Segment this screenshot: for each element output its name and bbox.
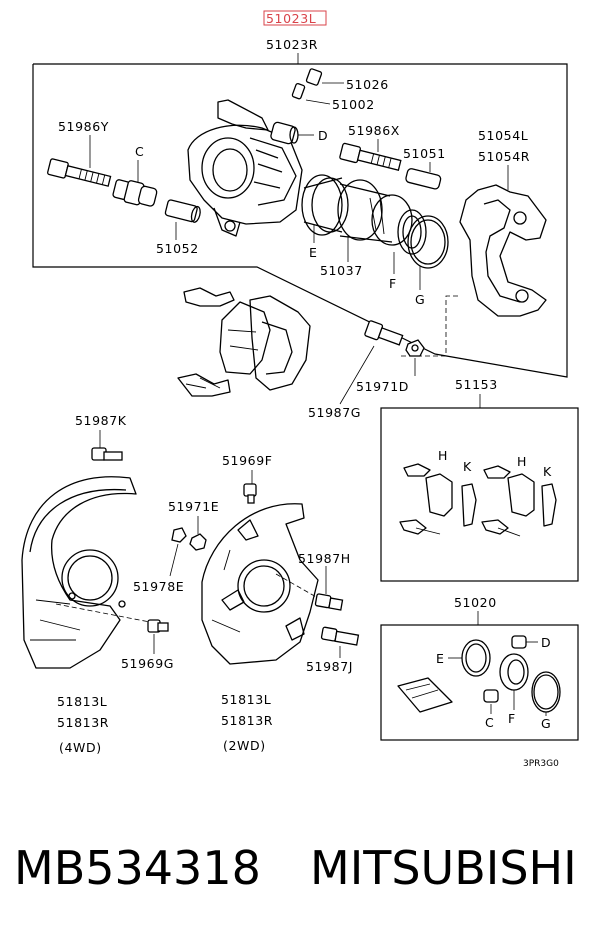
label-51037[interactable]: 51037 — [320, 263, 363, 278]
label-51023R[interactable]: 51023R — [266, 37, 318, 52]
dash-51969G — [55, 603, 151, 623]
caliper-assembly-frame — [32, 63, 568, 378]
label-51054L[interactable]: 51054L — [478, 128, 528, 143]
caption-brand: MITSUBISHI — [310, 841, 577, 895]
bolt-51987J — [320, 626, 360, 646]
caption-part-number: MB534318 — [14, 841, 261, 895]
label-51813R-4wd[interactable]: 51813R — [57, 715, 109, 730]
label-c-top[interactable]: C — [135, 144, 144, 159]
label-51813R-2wd[interactable]: 51813R — [221, 713, 273, 728]
label-4wd[interactable]: (4WD) — [59, 740, 102, 755]
pad-kit-box — [380, 407, 579, 582]
boot-c — [112, 179, 158, 207]
label-51986Y[interactable]: 51986Y — [58, 119, 109, 134]
label-e-kit[interactable]: E — [436, 651, 445, 666]
label-51978E[interactable]: 51978E — [133, 579, 184, 594]
label-g-kit[interactable]: G — [541, 716, 551, 731]
label-51002[interactable]: 51002 — [332, 97, 375, 112]
label-d-top[interactable]: D — [318, 128, 328, 143]
bolt-51969F — [243, 483, 257, 504]
label-f-top[interactable]: F — [389, 276, 397, 291]
guide-bushing-d — [270, 121, 314, 145]
diagram-code: 3PR3G0 — [523, 759, 559, 769]
leader-51978E — [169, 543, 179, 577]
label-51987K[interactable]: 51987K — [75, 413, 127, 428]
dash-51987H — [275, 573, 319, 599]
bolt-51987H — [314, 593, 344, 611]
label-51153[interactable]: 51153 — [455, 377, 498, 392]
label-51813L-2wd[interactable]: 51813L — [221, 692, 271, 707]
label-51026[interactable]: 51026 — [346, 77, 389, 92]
piston-ring-g — [407, 215, 449, 269]
label-k1[interactable]: K — [463, 459, 472, 474]
nut-51971D — [405, 339, 425, 357]
leader-51987G — [339, 345, 375, 405]
dust-shield-2wd — [201, 503, 319, 665]
bolt-51987K — [91, 447, 123, 461]
piston-boot-e — [301, 174, 349, 236]
bolt-51986X — [339, 142, 402, 171]
label-g-top[interactable]: G — [415, 292, 425, 307]
label-51969F[interactable]: 51969F — [222, 453, 273, 468]
label-h1[interactable]: H — [438, 448, 448, 463]
label-h2[interactable]: H — [517, 454, 527, 469]
highlight-box — [263, 10, 327, 26]
pin-51051 — [405, 168, 442, 190]
label-51987J[interactable]: 51987J — [306, 659, 353, 674]
seal-kit-box — [380, 624, 579, 741]
pad-link-dash — [400, 295, 458, 357]
label-2wd[interactable]: (2WD) — [223, 738, 266, 753]
label-51971E[interactable]: 51971E — [168, 499, 219, 514]
caliper-support-bracket — [459, 184, 547, 317]
label-51813L-4wd[interactable]: 51813L — [57, 694, 107, 709]
label-51986X[interactable]: 51986X — [348, 123, 400, 138]
label-51054R[interactable]: 51054R — [478, 149, 530, 164]
label-d-kit[interactable]: D — [541, 635, 551, 650]
bolt-51987G — [364, 320, 404, 346]
label-51052[interactable]: 51052 — [156, 241, 199, 256]
piston-51037 — [337, 179, 413, 246]
label-51987H[interactable]: 51987H — [298, 551, 351, 566]
label-51987G[interactable]: 51987G — [308, 405, 361, 420]
caliper-body — [187, 99, 303, 237]
highlight-part-number[interactable]: 51023L — [266, 11, 316, 26]
bolt-51986Y — [47, 158, 112, 187]
label-51971D[interactable]: 51971D — [356, 379, 409, 394]
label-c-kit[interactable]: C — [485, 715, 494, 730]
seal-kit-parts — [397, 635, 561, 713]
dust-shield-4wd — [21, 476, 137, 669]
bolt-51969G — [147, 619, 169, 633]
label-51969G[interactable]: 51969G — [121, 656, 174, 671]
pin-51052 — [164, 199, 201, 223]
label-51051[interactable]: 51051 — [403, 146, 446, 161]
label-f-kit[interactable]: F — [508, 711, 516, 726]
label-51020[interactable]: 51020 — [454, 595, 497, 610]
nut-51971E — [171, 527, 207, 551]
bleeder-screw — [291, 68, 344, 105]
label-e-top[interactable]: E — [309, 245, 318, 260]
brake-pad-set — [177, 287, 311, 397]
pad-kit-parts — [399, 463, 557, 537]
label-k2[interactable]: K — [543, 464, 552, 479]
